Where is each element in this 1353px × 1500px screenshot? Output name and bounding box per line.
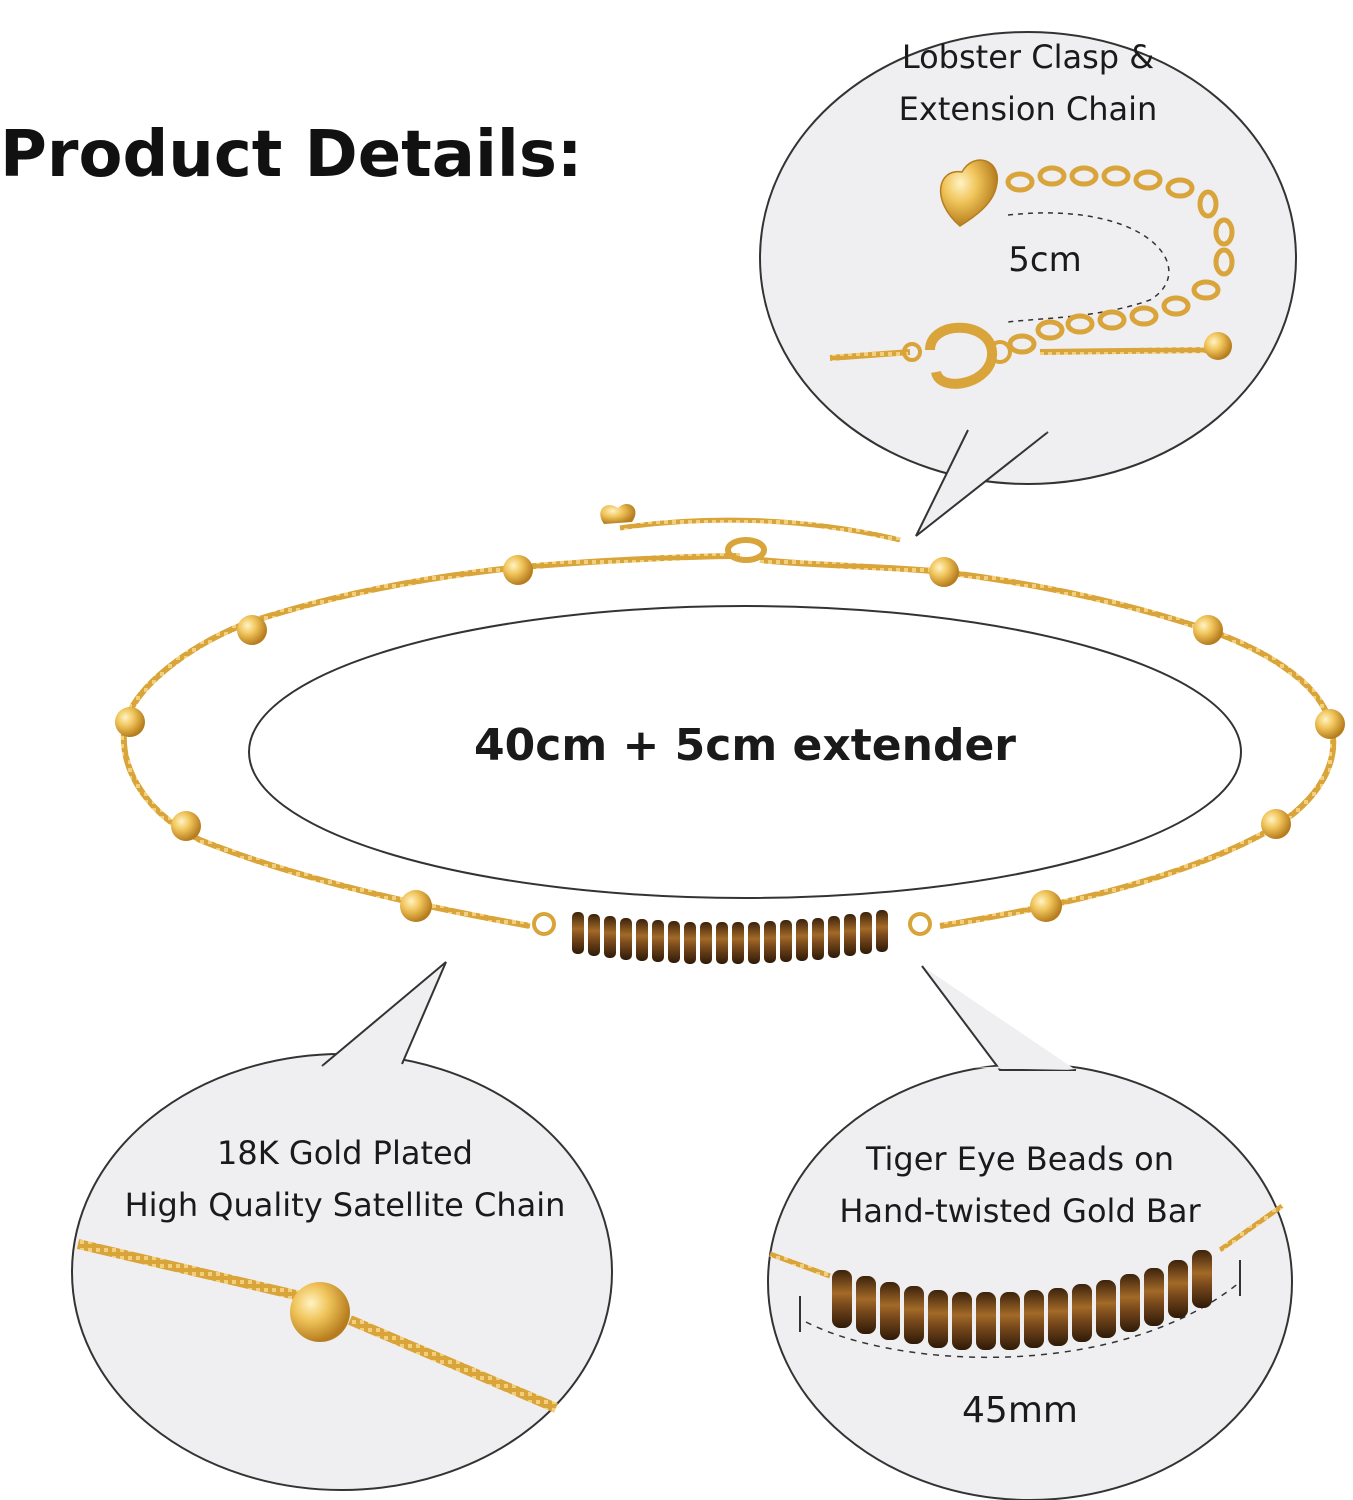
clasp-callout-bubble	[759, 31, 1297, 537]
bar-length-label: 45mm	[962, 1390, 1078, 1431]
page-title: Product Details:	[0, 118, 583, 192]
beads-callout-bubble	[767, 965, 1293, 1500]
chain-label-line1: 18K Gold Plated	[217, 1134, 473, 1172]
heart-tag-icon	[940, 159, 999, 227]
chain-callout-bubble	[71, 961, 613, 1491]
tiger-eye-bar	[532, 910, 932, 964]
necklace	[115, 503, 1345, 964]
beads-label-line1: Tiger Eye Beads on	[865, 1140, 1175, 1178]
clasp-label-line1: Lobster Clasp &	[901, 38, 1155, 76]
lobster-clasp-icon	[902, 322, 1012, 389]
necklace-length-label: 40cm + 5cm extender	[474, 720, 1016, 771]
beads-label-line2: Hand-twisted Gold Bar	[839, 1192, 1201, 1230]
extension-length-label: 5cm	[1008, 240, 1082, 280]
length-callout-ellipse	[248, 605, 1242, 899]
satellite-beads	[115, 555, 1345, 922]
chain-label-line2: High Quality Satellite Chain	[124, 1186, 566, 1224]
clasp-label-line2: Extension Chain	[898, 90, 1158, 128]
